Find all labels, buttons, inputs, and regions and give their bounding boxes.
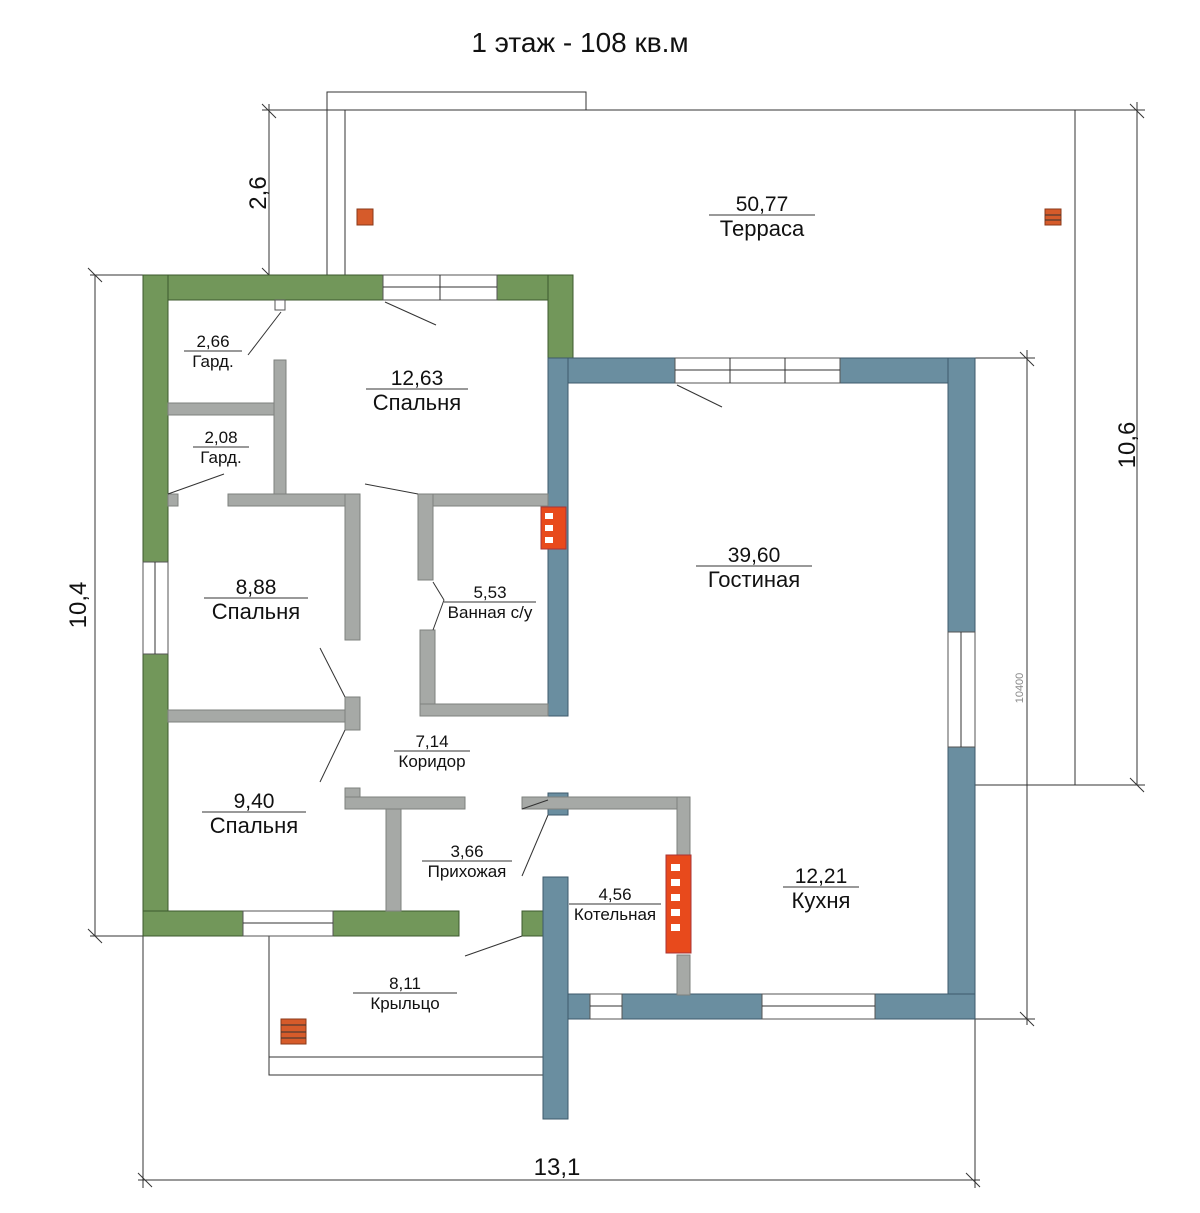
windows xyxy=(142,274,976,1020)
room-area: 39,60 xyxy=(728,544,781,567)
dimension-house-depth: 10,4 xyxy=(65,582,92,629)
room-name: Ванная с/у xyxy=(448,603,533,622)
room-area: 12,21 xyxy=(795,865,848,888)
dimension-total-depth: 10,6 xyxy=(1114,422,1141,469)
room-name: Прихожая xyxy=(428,862,507,881)
room-name: Котельная xyxy=(574,905,656,924)
porch-post xyxy=(280,1018,307,1045)
room-name: Гард. xyxy=(200,448,241,467)
room-area: 7,14 xyxy=(415,732,448,751)
room-area: 50,77 xyxy=(736,193,789,216)
room-area: 3,66 xyxy=(450,842,483,861)
room-area: 8,88 xyxy=(236,576,277,599)
terrace-post-left xyxy=(356,208,374,226)
room-area: 2,66 xyxy=(196,332,229,351)
room-area: 5,53 xyxy=(473,583,506,602)
room-name: Крыльцо xyxy=(370,994,439,1013)
room-area: 8,11 xyxy=(389,974,421,993)
interior-partitions xyxy=(167,359,691,996)
room-name: Терраса xyxy=(720,216,805,241)
dimension-lines xyxy=(87,102,1145,1188)
room-name: Спальня xyxy=(210,813,298,838)
room-area: 2,08 xyxy=(204,428,237,447)
chimney-2 xyxy=(665,854,692,954)
room-name: Кухня xyxy=(792,888,851,913)
door-swings xyxy=(167,299,723,957)
dimension-terrace-depth: 2,6 xyxy=(245,176,272,209)
room-name: Гостиная xyxy=(708,567,800,592)
porch-outline xyxy=(268,936,543,1076)
dimension-width: 13,1 xyxy=(534,1154,581,1181)
room-name: Коридор xyxy=(398,752,465,771)
room-labels: 50,77Терраса12,63Спальня2,66Гард.2,08Гар… xyxy=(184,193,859,1013)
chimney-1 xyxy=(540,506,567,550)
room-name: Спальня xyxy=(373,390,461,415)
room-area: 12,63 xyxy=(391,367,444,390)
terrace-post-right xyxy=(1044,208,1062,226)
room-name: Спальня xyxy=(212,599,300,624)
room-area: 4,56 xyxy=(598,885,631,904)
room-name: Гард. xyxy=(192,352,233,371)
dimension-inner-depth: 10400 xyxy=(1014,673,1026,704)
room-area: 9,40 xyxy=(234,790,275,813)
plan-title: 1 этаж - 108 кв.м xyxy=(471,27,688,58)
